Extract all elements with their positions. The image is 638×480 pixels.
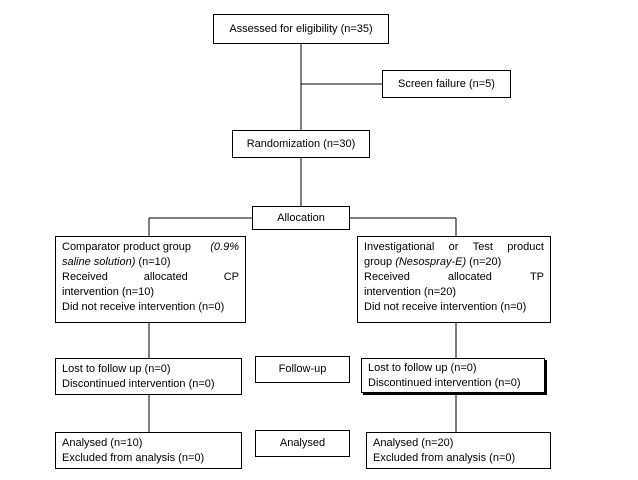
randomization-box: Randomization (n=30) — [232, 130, 370, 158]
investigational-line-2: group (Nesospray-E) (n=20) — [364, 256, 502, 268]
comparator-lost-label: Lost to follow up (n=0) — [62, 363, 171, 375]
comparator-followup-box: Lost to follow up (n=0) Discontinued int… — [55, 358, 242, 395]
comparator-discontinued-label: Discontinued intervention (n=0) — [62, 378, 215, 390]
analysed-label: Analysed — [279, 437, 326, 449]
analysed-box: Analysed — [255, 430, 350, 457]
comparator-line-1: Comparator product group (0.9% — [62, 241, 239, 253]
comparator-excluded-label: Excluded from analysis (n=0) — [62, 452, 205, 464]
screen-failure-box: Screen failure (n=5) — [382, 70, 511, 98]
allocation-box: Allocation — [252, 206, 350, 230]
eligibility-box: Assessed for eligibility (n=35) — [213, 14, 389, 44]
screen-failure-label: Screen failure (n=5) — [398, 77, 495, 90]
comparator-line-4: intervention (n=10) — [62, 286, 155, 298]
comparator-line-2: saline solution) (n=10) — [62, 256, 171, 268]
comparator-analysed-label: Analysed (n=10) — [62, 437, 143, 449]
investigational-analysed-box: Analysed (n=20) Excluded from analysis (… — [366, 432, 551, 469]
followup-box: Follow-up — [255, 356, 350, 383]
investigational-discontinued-label: Discontinued intervention (n=0) — [368, 377, 521, 389]
randomization-label: Randomization (n=30) — [246, 137, 356, 150]
investigational-excluded-label: Excluded from analysis (n=0) — [373, 452, 516, 464]
investigational-lost-label: Lost to follow up (n=0) — [368, 362, 477, 374]
followup-label: Follow-up — [278, 363, 327, 375]
comparator-analysed-box: Analysed (n=10) Excluded from analysis (… — [55, 432, 242, 469]
investigational-followup-box: Lost to follow up (n=0) Discontinued int… — [361, 358, 545, 393]
comparator-group-box: Comparator product group (0.9% saline so… — [55, 236, 246, 323]
investigational-line-4: intervention (n=20) — [364, 286, 457, 298]
eligibility-label: Assessed for eligibility (n=35) — [229, 22, 373, 35]
investigational-analysed-label: Analysed (n=20) — [373, 437, 454, 449]
comparator-line-5: Did not receive intervention (n=0) — [62, 301, 225, 313]
investigational-line-5: Did not receive intervention (n=0) — [364, 301, 527, 313]
allocation-label: Allocation — [277, 211, 325, 224]
